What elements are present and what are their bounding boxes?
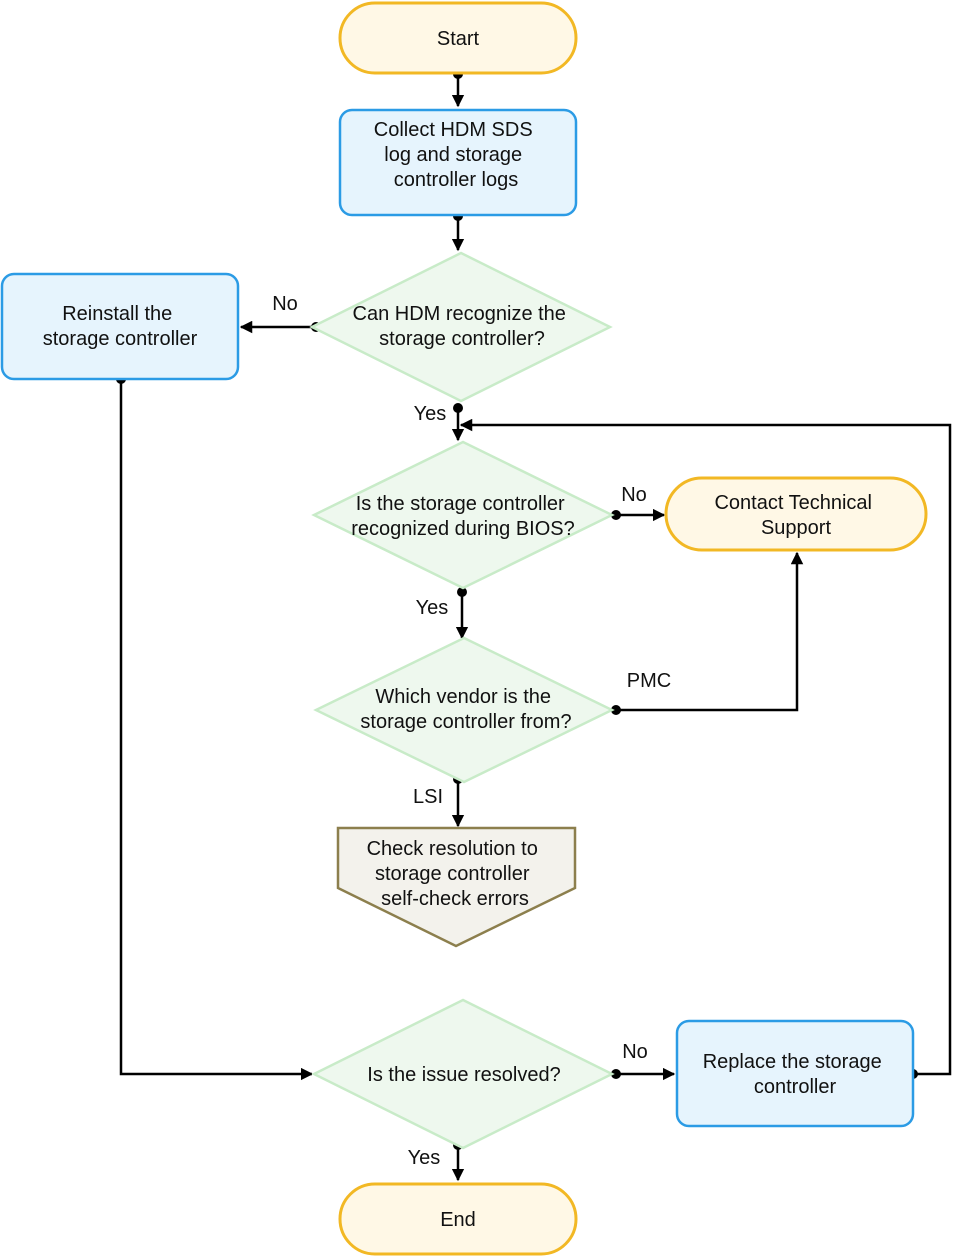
- hdm-recognize-line: Can HDM recognize the: [353, 303, 566, 325]
- edge-label-bios-yes: Yes: [416, 597, 449, 619]
- edge-label-vendor-lsi: LSI: [413, 786, 443, 808]
- start-label: Start: [437, 28, 480, 50]
- collect-logs-text: Collect HDM SDS log and storage controll…: [374, 119, 538, 191]
- collect-logs-node: Collect HDM SDS log and storage controll…: [338, 108, 578, 217]
- edge-label-hdm-yes: Yes: [414, 403, 447, 425]
- bios-recognize-line: recognized during BIOS?: [351, 518, 574, 540]
- end-label: End: [440, 1209, 476, 1231]
- check-resolution-line: Check resolution to: [367, 838, 538, 860]
- end-node: End: [338, 1182, 578, 1256]
- connector-dot: [457, 587, 467, 597]
- connector-dot: [611, 1069, 621, 1079]
- reinstall-line: storage controller: [43, 328, 198, 350]
- edge-reinstall-to-resolved: [119, 379, 314, 1081]
- check-resolution-node: Check resolution to storage controller s…: [336, 826, 577, 948]
- which-vendor-line: Which vendor is the: [375, 686, 551, 708]
- replace-controller-node: Replace the storage controller: [675, 1019, 915, 1128]
- edge-label-hdm-no: No: [272, 293, 298, 315]
- start-node: Start: [338, 1, 578, 75]
- contact-support-text: Contact Technical Support: [714, 492, 877, 539]
- hdm-recognize-line: storage controller?: [379, 328, 545, 350]
- bios-recognize-decision: Is the storage controller recognized dur…: [311, 440, 615, 590]
- edge-label-vendor-pmc: PMC: [627, 670, 671, 692]
- connector-dot: [453, 403, 463, 413]
- reinstall-text: Reinstall the storage controller: [43, 303, 198, 350]
- hdm-recognize-text: Can HDM recognize the storage controller…: [353, 303, 572, 350]
- check-resolution-text: Check resolution to storage controller s…: [367, 838, 544, 910]
- contact-support-node: Contact Technical Support: [664, 476, 928, 552]
- which-vendor-decision: Which vendor is the storage controller f…: [313, 636, 615, 784]
- reinstall-node: Reinstall the storage controller: [0, 272, 240, 381]
- edge-vendor-pmc-to-support: [616, 551, 804, 712]
- which-vendor-line: storage controller from?: [360, 711, 571, 733]
- check-resolution-line: self-check errors: [381, 888, 529, 910]
- edge-label-resolved-no: No: [622, 1041, 648, 1063]
- connector-dot: [611, 510, 621, 520]
- bios-recognize-text: Is the storage controller recognized dur…: [351, 493, 574, 540]
- replace-controller-line: Replace the storage: [703, 1051, 882, 1073]
- edge-label-resolved-yes: Yes: [408, 1147, 441, 1169]
- which-vendor-text: Which vendor is the storage controller f…: [360, 686, 571, 733]
- collect-logs-line: log and storage: [384, 144, 522, 166]
- replace-controller-text: Replace the storage controller: [703, 1051, 888, 1098]
- issue-resolved-label: Is the issue resolved?: [367, 1064, 560, 1086]
- edge-labels: No Yes No Yes PMC LSI No Yes: [272, 293, 671, 1169]
- collect-logs-line: controller logs: [394, 169, 519, 191]
- check-resolution-line: storage controller: [375, 863, 530, 885]
- hdm-recognize-decision: Can HDM recognize the storage controller…: [309, 251, 613, 403]
- issue-resolved-decision: Is the issue resolved?: [311, 998, 615, 1150]
- contact-support-line: Support: [761, 517, 831, 539]
- replace-controller-line: controller: [754, 1076, 837, 1098]
- edge-replace-loop-to-bios: [459, 418, 952, 1076]
- reinstall-line: Reinstall the: [62, 303, 172, 325]
- collect-logs-line: Collect HDM SDS: [374, 119, 533, 141]
- contact-support-line: Contact Technical: [714, 492, 872, 514]
- connectors: [116, 69, 952, 1182]
- bios-recognize-line: Is the storage controller: [356, 493, 565, 515]
- edge-label-bios-no: No: [621, 484, 647, 506]
- connector-dot: [611, 705, 621, 715]
